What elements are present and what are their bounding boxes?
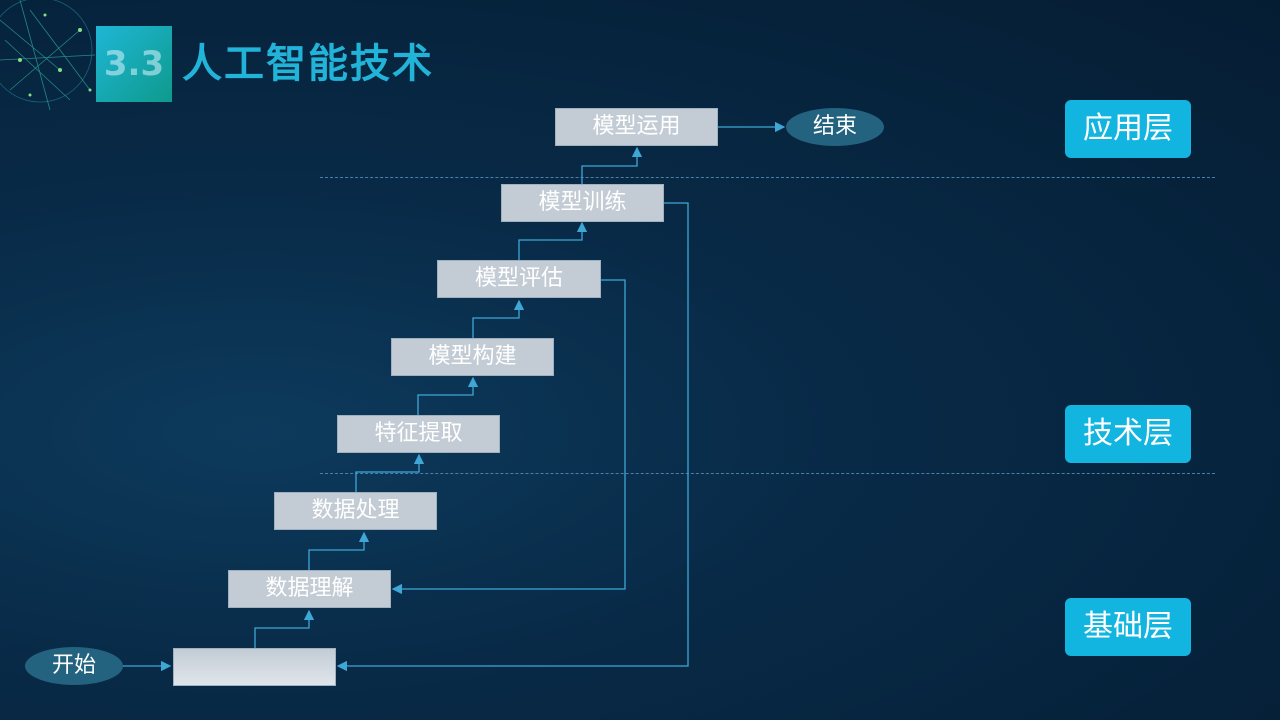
connector-4 <box>417 376 479 415</box>
connector-2 <box>308 531 370 570</box>
section-number-badge: 3.3 <box>96 26 172 102</box>
node-data-processing: 数据处理 <box>274 492 437 530</box>
feedback-training <box>336 202 689 672</box>
node-feature-extraction: 特征提取 <box>337 415 500 453</box>
connector-3 <box>355 453 425 492</box>
globe-decoration <box>0 0 96 111</box>
feedback-evaluation <box>391 279 626 595</box>
node-data-understanding: 数据理解 <box>228 570 391 608</box>
node-model-application: 模型运用 <box>555 108 718 146</box>
connector-7 <box>581 146 643 184</box>
layer-label-application: 应用层 <box>1065 100 1191 158</box>
node-model-building: 模型构建 <box>391 338 554 376</box>
connector-5 <box>472 299 525 338</box>
node-model-training: 模型训练 <box>501 184 664 222</box>
end-oval: 结束 <box>786 108 884 146</box>
divider-application-technology <box>320 177 1215 178</box>
layer-label-technology: 技术层 <box>1065 405 1191 463</box>
page-title: 人工智能技术 <box>182 41 434 87</box>
connector-1 <box>254 609 315 648</box>
divider-technology-foundation <box>320 473 1215 474</box>
node-model-evaluation: 模型评估 <box>437 260 601 298</box>
layer-label-foundation: 基础层 <box>1065 598 1191 656</box>
start-oval: 开始 <box>25 647 123 685</box>
first-step-node <box>173 648 336 686</box>
connector-6 <box>518 221 588 260</box>
section-number: 3.3 <box>103 44 165 84</box>
